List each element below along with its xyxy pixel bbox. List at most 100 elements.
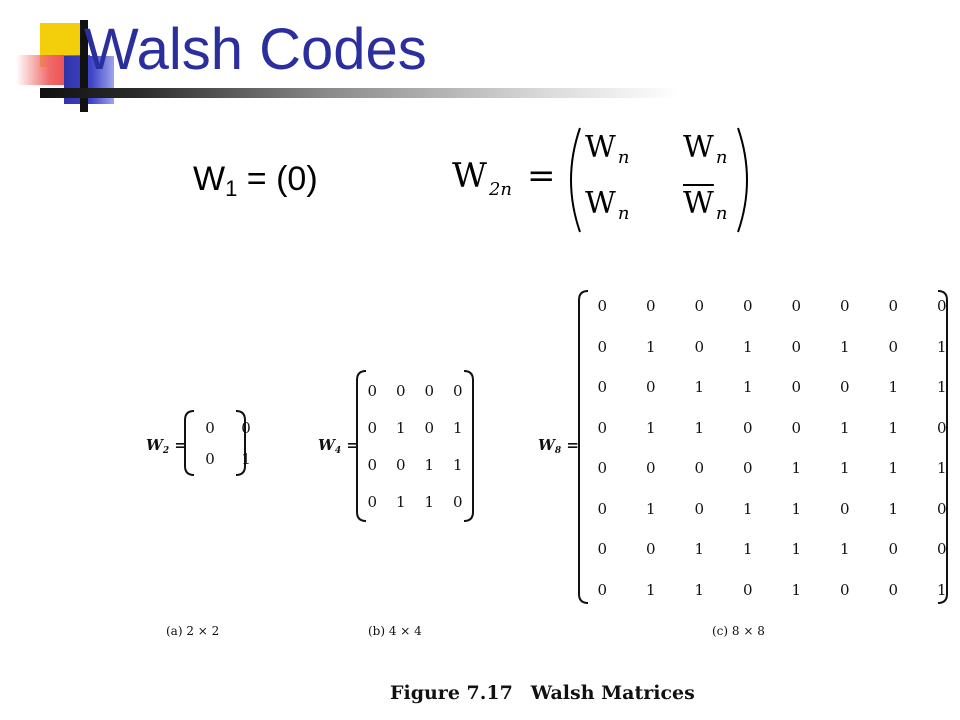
matrix-cell: 1 [742,378,753,397]
base-case-equation: W1 = (0) [193,160,318,202]
matrix-cell: 0 [597,580,608,599]
matrix-w2-left-bracket [184,410,195,476]
matrix-w8-equals: = [566,436,579,454]
recurrence-equals: = [527,156,556,196]
recurrence-cell-symbol: W [585,186,616,221]
matrix-cell: 1 [694,580,705,599]
title-underline [40,88,680,98]
matrix-cell: 0 [839,378,850,397]
title-decoration-vertical-line [80,20,88,112]
recurrence-cell-subscript: n [617,203,630,224]
matrix-cell: 1 [742,499,753,518]
recurrence-left-paren [570,127,581,233]
recurrence-cell-subscript: n [715,147,728,168]
recurrence-cell-symbol-complement: W [683,186,714,221]
matrix-cell: 0 [742,418,753,437]
matrix-cell: 0 [742,580,753,599]
matrix-cell: 0 [694,459,705,478]
matrix-cell: 0 [205,418,215,437]
matrix-cell: 0 [645,459,656,478]
matrix-cell: 1 [839,459,850,478]
slide-title: Walsh Codes [84,17,427,82]
matrix-cell: 0 [742,459,753,478]
matrix-cell: 0 [597,337,608,356]
matrix-cell: 0 [839,499,850,518]
matrix-cell: 1 [241,449,251,468]
figure-caption-text: Walsh Matrices [530,682,695,704]
matrix-cell: 1 [645,499,656,518]
base-case-subscript: 1 [225,176,238,201]
recurrence-right-paren [737,127,748,233]
matrix-cell: 0 [395,381,406,400]
matrix-w8-label: W8 = [538,436,579,456]
matrix-cell: 0 [742,297,753,316]
matrix-cell: 0 [367,492,378,511]
matrix-w2-symbol: W [146,436,163,454]
matrix-cell: 0 [791,418,802,437]
matrix-w4-equals: = [346,436,359,454]
matrix-cell: 0 [452,492,463,511]
matrix-cell: 0 [791,378,802,397]
matrix-cell: 0 [597,540,608,559]
matrix-cell: 1 [424,492,435,511]
matrix-cell: 0 [694,499,705,518]
matrix-cell: 0 [694,297,705,316]
matrix-w8-symbol: W [538,436,555,454]
matrix-cell: 0 [367,418,378,437]
matrix-cell: 0 [791,297,802,316]
recurrence-cell-subscript: n [617,147,630,168]
matrix-w2-subscript: 2 [162,446,170,456]
figure-caption-number: Figure 7.17 [390,682,513,704]
matrix-cell: 0 [888,540,899,559]
matrix-cell: 0 [936,540,947,559]
matrix-cell: 0 [367,381,378,400]
matrix-cell: 1 [936,378,947,397]
recurrence-lhs-subscript: 2n [488,179,512,200]
matrix-cell: 1 [839,540,850,559]
matrix-w4-right-bracket [463,370,474,522]
matrix-cell: 1 [839,418,850,437]
matrix-w8-subscript: 8 [554,446,562,456]
matrix-cell: 1 [888,418,899,437]
matrix-w4-label: W4 = [318,436,359,456]
recurrence-cell-symbol: W [683,130,714,165]
matrix-w4-caption: (b) 4 × 4 [368,624,422,638]
matrix-cell: 0 [205,449,215,468]
matrix-cell: 0 [645,540,656,559]
matrix-cell: 1 [791,459,802,478]
matrix-cell: 0 [694,337,705,356]
matrix-cell: 1 [742,337,753,356]
matrix-cell: 0 [597,459,608,478]
matrix-w4-subscript: 4 [334,446,342,456]
matrix-cell: 0 [597,297,608,316]
matrix-cell: 0 [936,499,947,518]
matrix-cell: 1 [424,455,435,474]
matrix-w2-equals: = [174,436,187,454]
matrix-w8-right-bracket [937,290,948,604]
matrix-cell: 1 [936,459,947,478]
base-case-lhs: W [193,160,226,198]
matrix-w4-symbol: W [318,436,335,454]
base-case-rhs: = (0) [246,160,318,198]
matrix-cell: 1 [645,580,656,599]
matrix-cell: 1 [694,418,705,437]
matrix-cell: 1 [936,580,947,599]
matrix-cell: 1 [645,418,656,437]
matrix-cell: 0 [367,455,378,474]
matrix-cell: 1 [839,337,850,356]
matrix-w2-caption: (a) 2 × 2 [166,624,220,638]
matrix-cell: 1 [888,499,899,518]
matrix-cell: 0 [424,381,435,400]
matrix-cell: 0 [645,297,656,316]
matrix-cell: 0 [597,499,608,518]
matrix-cell: 1 [791,540,802,559]
matrix-cell: 0 [936,297,947,316]
matrix-cell: 1 [936,337,947,356]
matrix-cell: 1 [452,455,463,474]
